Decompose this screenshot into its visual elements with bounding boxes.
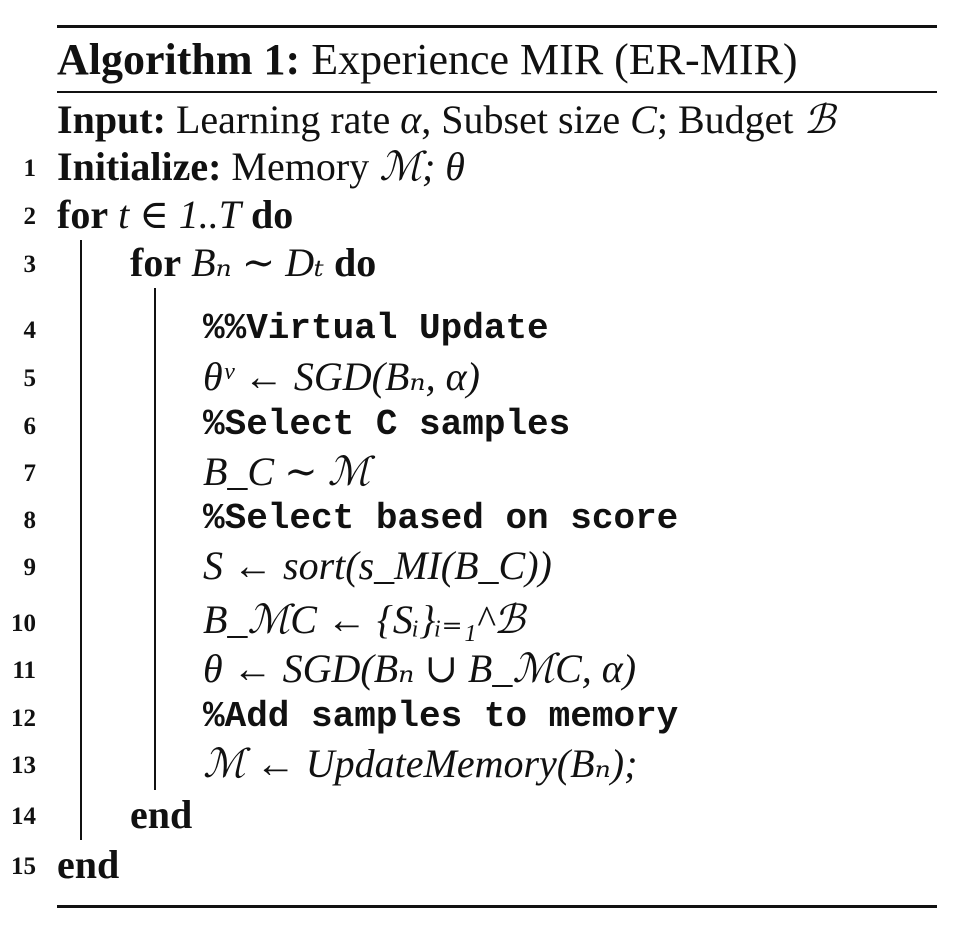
bottom-rule xyxy=(57,905,937,908)
line-number: 9 xyxy=(23,554,37,581)
line-number: 3 xyxy=(23,251,37,278)
line-1: Initialize: Memory ℳ; θ xyxy=(57,144,465,190)
input-alpha: α xyxy=(400,97,422,142)
line-number: 11 xyxy=(12,657,36,684)
header-rule xyxy=(57,91,937,93)
memory-symbol: ℳ xyxy=(379,144,422,190)
inner-end-keyword: end xyxy=(130,792,193,837)
memory-text: Memory xyxy=(231,144,370,189)
line-number: 6 xyxy=(23,413,37,440)
line-number: 8 xyxy=(23,507,37,534)
line-12-comment: %Add samples to memory xyxy=(203,696,679,737)
do-keyword: do xyxy=(334,240,377,285)
line-number: 7 xyxy=(23,460,37,487)
input-text-learning-rate: Learning rate xyxy=(175,97,391,142)
for-expr-inner: Bₙ ∼ Dₜ xyxy=(191,240,324,285)
input-C: C xyxy=(630,97,657,142)
line-5-math: θᵛ ← SGD(Bₙ, α) xyxy=(203,354,480,399)
input-line: Input: Learning rate α, Subset size C; B… xyxy=(57,97,835,143)
line-number: 1 xyxy=(23,155,37,182)
input-keyword: Input: xyxy=(57,97,166,142)
line-number: 15 xyxy=(11,853,36,880)
algorithm-label: Algorithm 1: xyxy=(57,35,301,84)
theta-text: ; θ xyxy=(421,144,465,189)
initialize-keyword: Initialize: xyxy=(57,144,222,189)
outer-end-keyword: end xyxy=(57,842,120,887)
line-3: for Bₙ ∼ Dₜ do xyxy=(130,240,376,286)
for-keyword: for xyxy=(130,240,182,285)
line-11-math: θ ← SGD(Bₙ ∪ B_ℳC, α) xyxy=(203,646,637,691)
line-8-comment: %Select based on score xyxy=(203,498,679,539)
top-rule xyxy=(57,25,937,28)
line-number: 4 xyxy=(23,317,37,344)
algorithm-title: Algorithm 1: Experience MIR (ER-MIR) xyxy=(57,33,798,87)
line-9-math: S ← sort(s_MI(B_C)) xyxy=(203,543,552,588)
line-13-math: ℳ ← UpdateMemory(Bₙ); xyxy=(203,741,638,786)
input-text-budget: ; Budget xyxy=(656,97,794,142)
line-number: 5 xyxy=(23,365,37,392)
line-6-comment: %Select C samples xyxy=(203,404,571,445)
algorithm-name: Experience MIR (ER-MIR) xyxy=(311,35,798,84)
line-4-comment: %%Virtual Update xyxy=(203,308,549,349)
for-expr-outer: t ∈ 1..T xyxy=(118,192,242,237)
line-2: for t ∈ 1..T do xyxy=(57,192,293,238)
outer-loop-bar xyxy=(80,240,82,840)
for-keyword: for xyxy=(57,192,109,237)
input-text-subset: , Subset size xyxy=(421,97,621,142)
line-number: 13 xyxy=(11,752,36,779)
line-number: 2 xyxy=(23,203,37,230)
inner-loop-bar xyxy=(154,288,156,790)
line-number: 10 xyxy=(11,610,36,637)
input-budget-symbol: ℬ xyxy=(803,97,835,143)
line-10-math: B_ℳC ← {Sᵢ}ᵢ₌₁^ℬ xyxy=(203,597,525,642)
line-number: 14 xyxy=(11,803,36,830)
line-number: 12 xyxy=(11,705,36,732)
line-7-math: B_C ∼ ℳ xyxy=(203,449,371,494)
do-keyword: do xyxy=(251,192,294,237)
